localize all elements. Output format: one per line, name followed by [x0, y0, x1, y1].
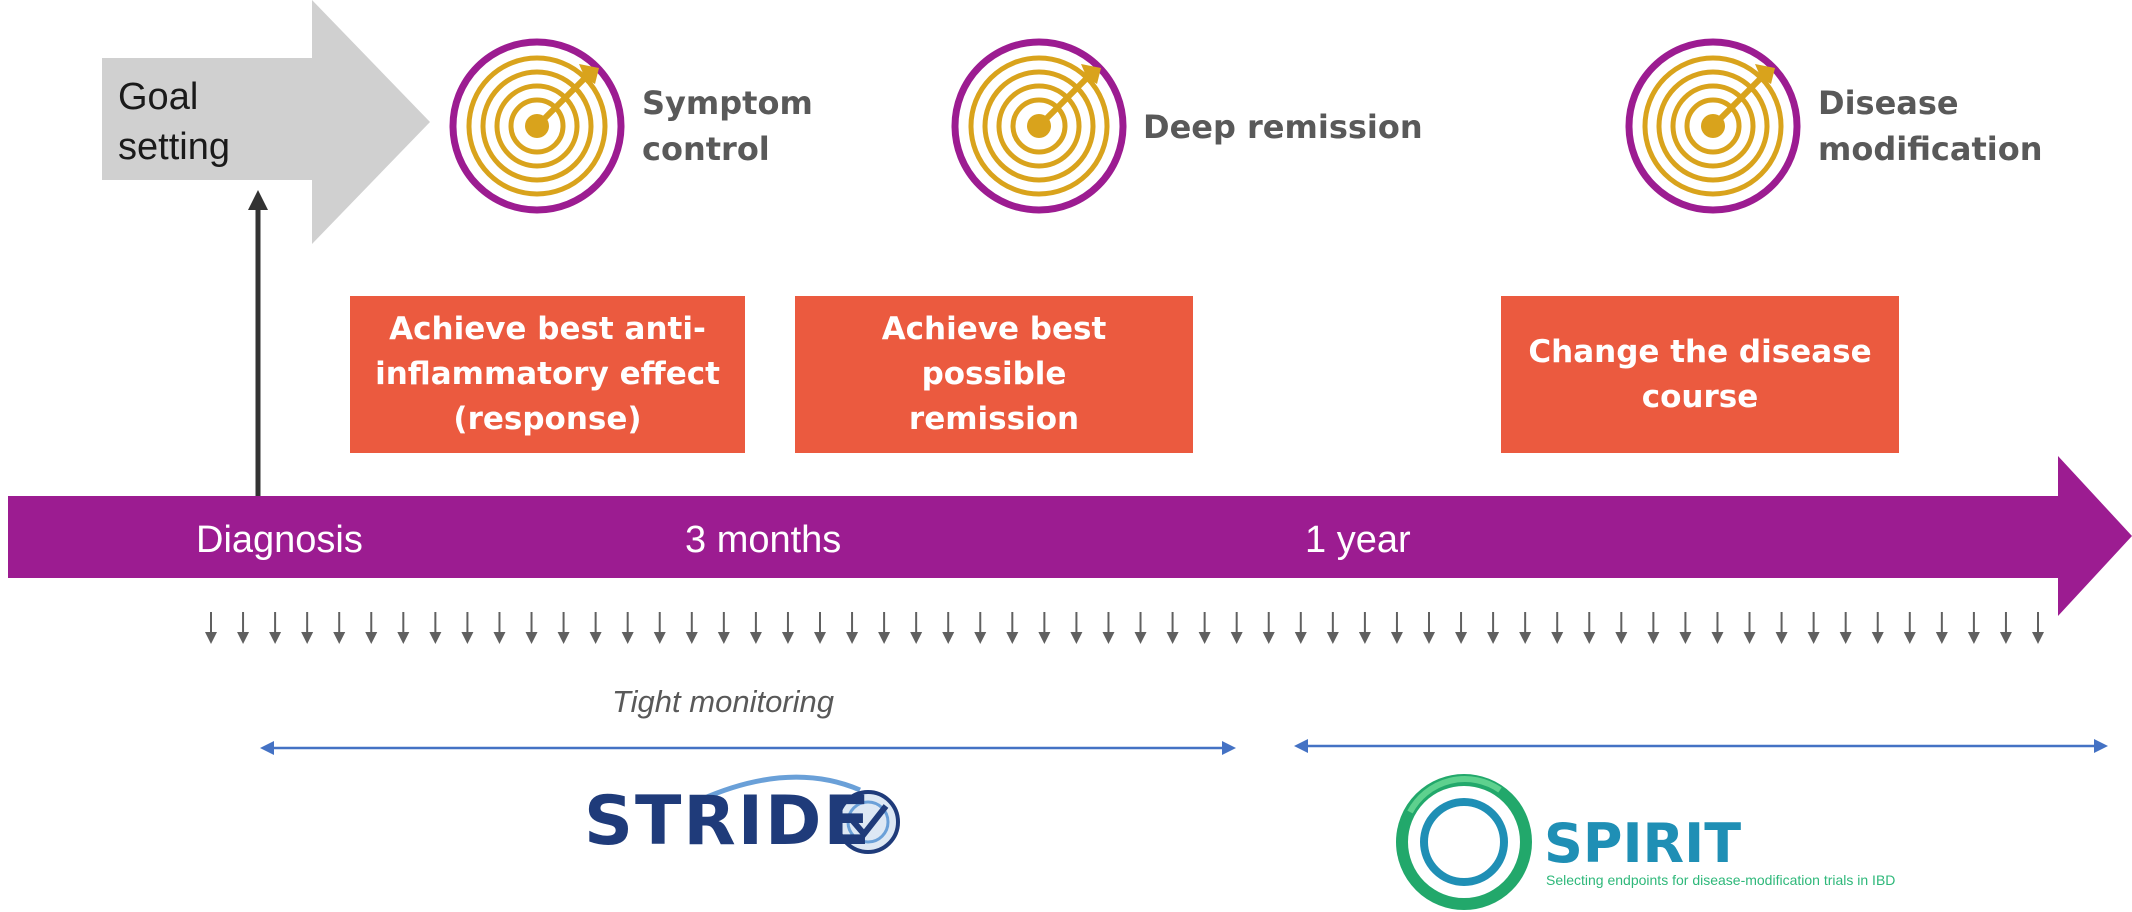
spirit-logo-tagline: Selecting endpoints for disease-modifica…	[1546, 872, 1896, 888]
tight-monitoring-label: Tight monitoring	[612, 684, 834, 719]
monitoring-tick-arrow	[717, 612, 730, 644]
monitoring-tick-arrow	[910, 612, 923, 644]
step-box-remission: Achieve best possible remission	[795, 296, 1193, 453]
monitoring-tick-arrow	[846, 612, 859, 644]
monitoring-tick-arrow	[781, 612, 794, 644]
monitoring-tick-arrow	[2032, 612, 2044, 644]
monitoring-tick-arrow	[1390, 612, 1403, 644]
spirit-logo-text: SPIRIT	[1544, 812, 1742, 875]
monitoring-tick-arrow	[1999, 612, 2012, 644]
monitoring-tick-arrow	[493, 612, 506, 644]
monitoring-tick-arrow	[974, 612, 987, 644]
stride-logo-text: STRIDE	[584, 782, 872, 861]
monitoring-tick-arrow	[1487, 612, 1500, 644]
step-box-label: Change the disease course	[1528, 333, 1872, 415]
target-icon	[951, 38, 1127, 214]
monitoring-tick-arrow	[205, 612, 217, 644]
step-box-response: Achieve best anti- inflammatory effect (…	[350, 296, 745, 453]
monitoring-tick-arrow	[1551, 612, 1564, 644]
goal-setting-label: Goal setting	[118, 76, 230, 168]
monitoring-ticks	[205, 612, 2044, 644]
target-label-symptom-control: Symptom control	[642, 84, 813, 168]
monitoring-tick-arrow	[1519, 612, 1532, 644]
timeline-arrow	[8, 456, 2132, 616]
monitoring-tick-arrow	[1038, 612, 1051, 644]
monitoring-tick-arrow	[1679, 612, 1692, 644]
milestone-3-months: 3 months	[685, 519, 842, 561]
monitoring-tick-arrow	[589, 612, 602, 644]
monitoring-tick-arrow	[1711, 612, 1724, 644]
monitoring-tick-arrow	[1903, 612, 1916, 644]
monitoring-tick-arrow	[621, 612, 634, 644]
monitoring-tick-arrow	[1262, 612, 1275, 644]
monitoring-tick-arrow	[557, 612, 570, 644]
spirit-logo-mark	[1396, 774, 1532, 910]
step-box-label: Achieve best anti- inflammatory effect (…	[375, 311, 720, 437]
monitoring-tick-arrow	[1166, 612, 1179, 644]
monitoring-tick-arrow	[1615, 612, 1628, 644]
monitoring-tick-arrow	[942, 612, 955, 644]
diagnosis-up-arrowhead	[248, 190, 268, 210]
monitoring-tick-arrow	[1198, 612, 1211, 644]
monitoring-tick-arrow	[333, 612, 346, 644]
monitoring-tick-arrow	[1455, 612, 1468, 644]
monitoring-tick-arrow	[461, 612, 474, 644]
step-box-label: Achieve best possible remission	[881, 311, 1107, 437]
monitoring-tick-arrow	[878, 612, 891, 644]
stride-logo-mark	[698, 774, 900, 854]
monitoring-tick-arrow	[397, 612, 410, 644]
goal-arrow-shape	[102, 0, 430, 244]
target-label-disease-modification: Disease modification	[1818, 84, 2043, 168]
monitoring-tick-arrow	[301, 612, 314, 644]
monitoring-tick-arrow	[1967, 612, 1980, 644]
monitoring-tick-arrow	[653, 612, 666, 644]
stride-range-arrow	[260, 741, 1236, 755]
monitoring-tick-arrow	[429, 612, 442, 644]
spirit-range-arrow	[1294, 739, 2108, 753]
monitoring-tick-arrow	[1935, 612, 1948, 644]
monitoring-tick-arrow	[814, 612, 826, 644]
monitoring-tick-arrow	[1326, 612, 1339, 644]
monitoring-tick-arrow	[1102, 612, 1115, 644]
monitoring-tick-arrow	[365, 612, 378, 644]
monitoring-tick-arrow	[1230, 612, 1243, 644]
milestone-1-year: 1 year	[1305, 519, 1411, 561]
monitoring-tick-arrow	[1647, 612, 1660, 644]
monitoring-tick-arrow	[1871, 612, 1884, 644]
monitoring-tick-arrow	[1583, 612, 1596, 644]
monitoring-tick-arrow	[237, 612, 250, 644]
target-icon	[1625, 38, 1801, 214]
monitoring-tick-arrow	[1006, 612, 1019, 644]
step-box-disease-course: Change the disease course	[1501, 296, 1899, 453]
monitoring-tick-arrow	[1423, 612, 1435, 644]
monitoring-tick-arrow	[685, 612, 698, 644]
monitoring-tick-arrow	[1775, 612, 1788, 644]
target-label-deep-remission: Deep remission	[1143, 108, 1423, 146]
monitoring-tick-arrow	[749, 612, 762, 644]
monitoring-tick-arrow	[1839, 612, 1852, 644]
monitoring-tick-arrow	[525, 612, 538, 644]
monitoring-tick-arrow	[1134, 612, 1147, 644]
monitoring-tick-arrow	[1807, 612, 1820, 644]
monitoring-tick-arrow	[269, 612, 282, 644]
monitoring-tick-arrow	[1294, 612, 1307, 644]
target-icon	[449, 38, 625, 214]
monitoring-tick-arrow	[1358, 612, 1371, 644]
monitoring-tick-arrow	[1070, 612, 1083, 644]
monitoring-tick-arrow	[1743, 612, 1756, 644]
milestone-diagnosis: Diagnosis	[196, 519, 363, 561]
